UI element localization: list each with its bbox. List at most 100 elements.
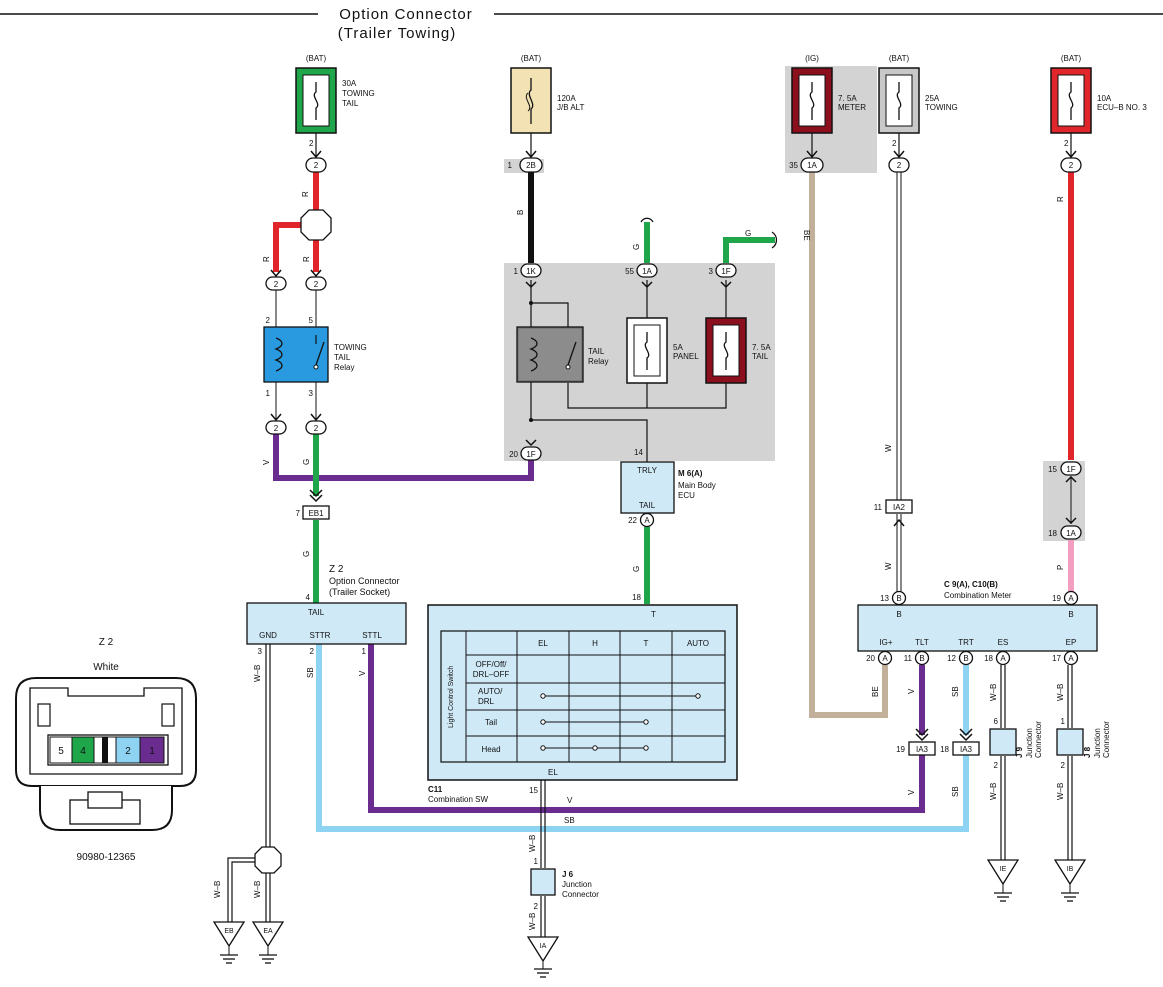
svg-text:V: V xyxy=(567,796,573,805)
ground-symbols: EB EA IA IE xyxy=(212,859,1087,978)
svg-text:18: 18 xyxy=(632,593,641,602)
fuse-meter: (IG) 7. 5A METER xyxy=(791,54,866,134)
svg-text:B: B xyxy=(896,610,901,619)
svg-text:Connector: Connector xyxy=(1034,721,1043,758)
svg-text:17: 17 xyxy=(1052,654,1061,663)
ground-splice xyxy=(254,846,282,874)
svg-text:OFF/Off/: OFF/Off/ xyxy=(476,660,508,669)
diagram-subtitle: (Trailer Towing) xyxy=(338,25,457,42)
svg-text:G: G xyxy=(745,229,751,238)
svg-text:15: 15 xyxy=(1048,465,1057,474)
svg-text:18: 18 xyxy=(984,654,993,663)
svg-text:V: V xyxy=(907,688,916,694)
svg-text:SB: SB xyxy=(306,667,315,678)
svg-text:G: G xyxy=(302,459,311,465)
ground-icon: EA xyxy=(251,921,285,964)
svg-text:IE: IE xyxy=(1000,866,1007,873)
relay-connectors: 2 2 2 2 2 5 1 3 xyxy=(265,269,327,435)
svg-text:METER: METER xyxy=(838,103,866,112)
svg-text:R: R xyxy=(1056,196,1065,202)
fuse-icon xyxy=(809,82,815,120)
svg-text:19: 19 xyxy=(1052,594,1061,603)
z2-socket-view: Z 2 White 5 4 3 2 1 90980-12365 xyxy=(15,637,197,863)
svg-text:120A: 120A xyxy=(557,94,576,103)
svg-text:SB: SB xyxy=(564,816,575,825)
svg-text:Light Control Switch: Light Control Switch xyxy=(448,666,455,728)
wires xyxy=(227,172,1074,937)
svg-text:IA3: IA3 xyxy=(916,745,929,754)
svg-text:(BAT): (BAT) xyxy=(889,54,910,63)
svg-text:1: 1 xyxy=(266,389,271,398)
svg-text:3: 3 xyxy=(102,746,108,757)
svg-text:AUTO/: AUTO/ xyxy=(478,687,503,696)
pin-label: 2 xyxy=(892,139,897,148)
svg-text:J 9: J 9 xyxy=(1015,746,1024,758)
svg-text:A: A xyxy=(1068,654,1074,663)
svg-text:Combination Meter: Combination Meter xyxy=(944,591,1012,600)
connector-label: 2 xyxy=(314,161,319,170)
svg-text:14: 14 xyxy=(634,448,643,457)
svg-text:W–B: W–B xyxy=(253,665,262,682)
switch-icon xyxy=(315,341,325,366)
svg-text:3: 3 xyxy=(709,267,714,276)
coil-icon xyxy=(529,337,538,372)
svg-text:SB: SB xyxy=(951,686,960,697)
connector-label: 1A xyxy=(807,161,817,170)
fuse-icon xyxy=(313,82,319,120)
wire-labels: R R R B G G BE W W R P V G G G W–B SB V … xyxy=(213,191,1065,930)
svg-text:B: B xyxy=(963,654,968,663)
svg-text:2: 2 xyxy=(994,761,999,770)
svg-text:1: 1 xyxy=(149,746,155,757)
svg-text:(BAT): (BAT) xyxy=(1061,54,1082,63)
svg-text:25A: 25A xyxy=(925,94,940,103)
tail-relay: TAIL Relay xyxy=(516,326,608,383)
svg-text:TAIL: TAIL xyxy=(342,99,359,108)
ground-icon: IE xyxy=(986,859,1020,902)
svg-text:W–B: W–B xyxy=(213,881,222,898)
svg-text:1F: 1F xyxy=(1066,465,1075,474)
fuse-tail: 7. 5A TAIL xyxy=(705,317,771,384)
svg-text:7. 5A: 7. 5A xyxy=(838,94,857,103)
svg-text:B: B xyxy=(1068,610,1073,619)
svg-text:(BAT): (BAT) xyxy=(521,54,542,63)
svg-text:1A: 1A xyxy=(642,267,652,276)
svg-text:Junction: Junction xyxy=(1025,728,1034,758)
svg-text:1: 1 xyxy=(514,267,519,276)
svg-text:Junction: Junction xyxy=(562,880,592,889)
svg-text:Option Connector: Option Connector xyxy=(329,576,400,586)
svg-text:Connector: Connector xyxy=(1102,721,1111,758)
svg-text:DRL: DRL xyxy=(478,697,495,706)
svg-text:15: 15 xyxy=(529,786,538,795)
fuse-icon xyxy=(644,332,650,370)
svg-text:18: 18 xyxy=(1048,529,1057,538)
svg-text:IA2: IA2 xyxy=(893,503,906,512)
svg-text:2: 2 xyxy=(266,316,271,325)
svg-text:EL: EL xyxy=(538,639,548,648)
svg-text:W–B: W–B xyxy=(528,913,537,930)
svg-text:TAIL: TAIL xyxy=(334,353,351,362)
svg-text:G: G xyxy=(302,551,311,557)
svg-text:13: 13 xyxy=(880,594,889,603)
svg-text:20: 20 xyxy=(509,450,518,459)
fuse-leads xyxy=(315,133,1072,160)
svg-text:EB1: EB1 xyxy=(308,509,324,518)
svg-text:IA3: IA3 xyxy=(960,745,973,754)
svg-text:W–B: W–B xyxy=(528,835,537,852)
coil-icon xyxy=(274,337,283,372)
svg-text:Connector: Connector xyxy=(562,890,599,899)
combination-meter: C 9(A), C10(B) Combination Meter B 13 A … xyxy=(857,580,1098,666)
svg-text:C 9(A), C10(B): C 9(A), C10(B) xyxy=(944,580,998,589)
pin-label: 2 xyxy=(309,139,314,148)
svg-text:W–B: W–B xyxy=(989,684,998,701)
svg-text:2: 2 xyxy=(310,647,315,656)
right-connectors: IA2 11 1F 15 1A 18 IA3 19 IA3 18 xyxy=(874,461,1082,756)
svg-text:T: T xyxy=(644,639,649,648)
svg-text:Head: Head xyxy=(481,745,500,754)
wire-end-icon xyxy=(771,231,778,249)
svg-text:6: 6 xyxy=(994,717,999,726)
svg-text:STTL: STTL xyxy=(362,631,382,640)
svg-text:4: 4 xyxy=(306,593,311,602)
svg-text:EP: EP xyxy=(1066,638,1077,647)
svg-text:A: A xyxy=(1000,654,1006,663)
svg-text:ES: ES xyxy=(998,638,1009,647)
